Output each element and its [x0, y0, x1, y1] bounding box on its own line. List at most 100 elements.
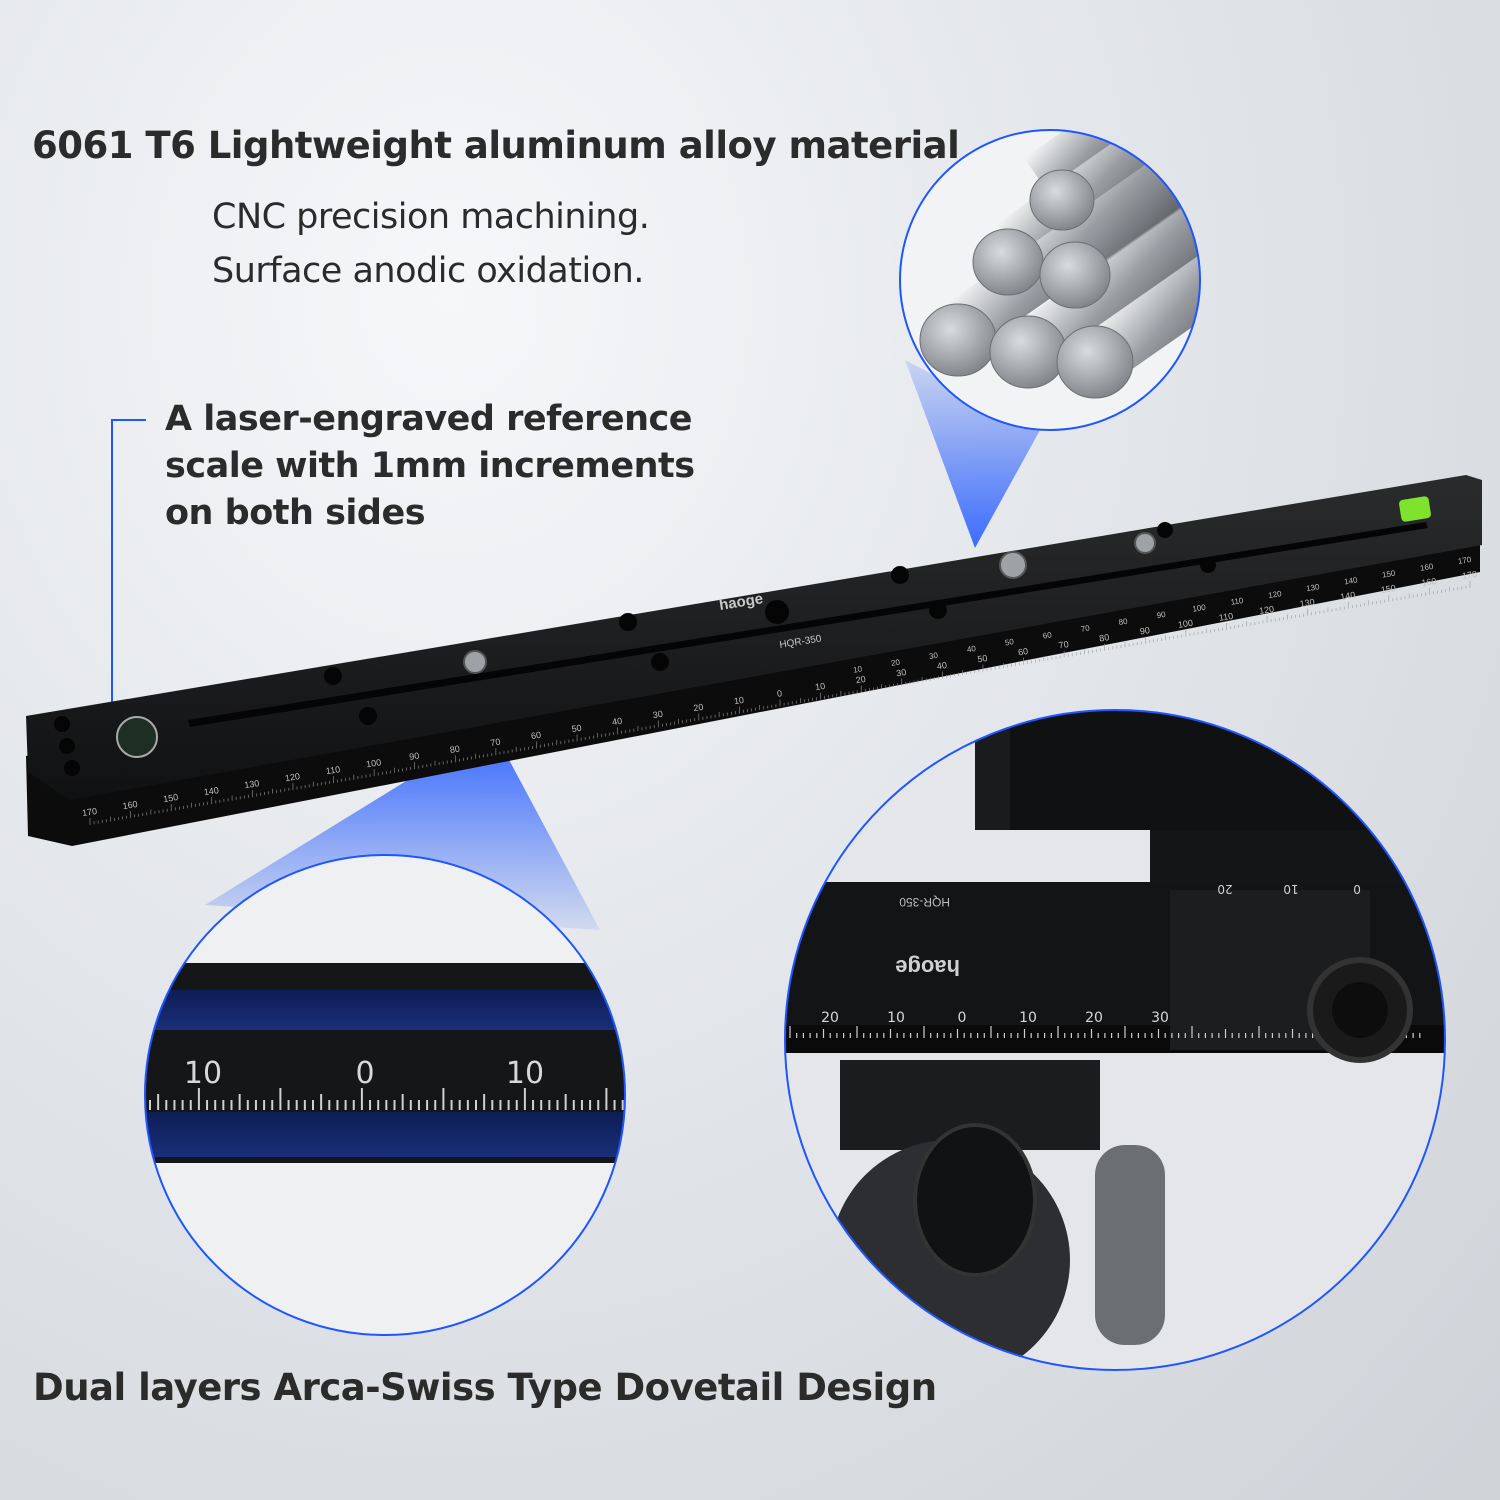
- zoom-scale-ticks: [149, 1088, 624, 1110]
- far-scale-label: 170: [1457, 555, 1472, 566]
- mount-hole: [891, 566, 909, 584]
- top-zoom-beam: [905, 360, 1040, 548]
- mount-hole: [1200, 557, 1216, 573]
- far-scale-label: 110: [1230, 596, 1245, 607]
- scale-line-3: on both sides: [165, 493, 426, 533]
- near-scale-label: 10: [814, 681, 825, 692]
- near-scale-label: 120: [284, 771, 300, 783]
- near-scale-label: 30: [896, 667, 907, 678]
- near-scale-label: 130: [244, 778, 260, 790]
- far-scale-label: 30: [928, 651, 939, 661]
- near-scale-label: 50: [571, 723, 582, 734]
- process-caption: CNC precision machining. Surface anodic …: [212, 190, 650, 298]
- mount-hole: [929, 601, 947, 619]
- closeup-upper-label: 0: [1353, 882, 1361, 896]
- near-scale-label: 110: [1218, 611, 1234, 623]
- far-scale-label: 20: [890, 657, 901, 667]
- rail-slot: [188, 522, 1428, 727]
- near-scale-label: 10: [733, 695, 744, 706]
- aluminum-rods-closeup: [899, 129, 1201, 431]
- near-scale-label: 80: [449, 744, 460, 755]
- near-scale-label: 20: [693, 702, 704, 713]
- closeup-scale-label: 10: [1019, 1010, 1037, 1026]
- ball-head-lever: [1095, 1145, 1165, 1345]
- far-scale-label: 50: [1004, 637, 1015, 647]
- dovetail-closeup: HQR-350 haoge 20 10 0 10 20 30 20 10 0: [784, 709, 1446, 1371]
- near-scale-label: 0: [776, 688, 783, 699]
- mount-hole: [1157, 522, 1173, 538]
- brand-logo: haoge: [718, 590, 764, 614]
- far-scale: 1020304050607080901001101201301401501601…: [853, 555, 1473, 675]
- zoom-label-right: 10: [506, 1056, 544, 1091]
- far-scale-label: 120: [1268, 589, 1283, 600]
- near-scale-label: 140: [1340, 590, 1356, 602]
- zoom-label-center: 0: [355, 1056, 374, 1091]
- far-scale-label: 130: [1306, 582, 1321, 593]
- near-scale: 1701601501401301201101009080706050403020…: [81, 569, 1478, 825]
- near-scale-label: 170: [81, 806, 97, 818]
- process-line-2: Surface anodic oxidation.: [212, 251, 644, 291]
- near-scale-label: 70: [1058, 639, 1069, 650]
- far-scale-label: 80: [1118, 617, 1129, 627]
- far-scale-label: 150: [1381, 569, 1396, 580]
- closeup-scale-ticks: 20 10 0 10 20 30: [789, 1010, 1421, 1038]
- scale-zoom-closeup: 10 0 10: [144, 854, 626, 1336]
- compass: [116, 716, 158, 758]
- near-scale-label: 60: [530, 730, 541, 741]
- scale-line-1: A laser-engraved reference: [165, 399, 692, 439]
- mount-hole: [324, 667, 342, 685]
- near-scale-label: 150: [1380, 583, 1396, 595]
- far-scale-label: 60: [1042, 630, 1053, 640]
- dovetail-caption: Dual layers Arca-Swiss Type Dovetail Des…: [33, 1366, 937, 1409]
- near-scale-label: 150: [163, 792, 179, 804]
- closeup-brand-logo: haoge: [895, 955, 960, 980]
- far-scale-label: 100: [1192, 603, 1207, 614]
- near-scale-label: 60: [1017, 646, 1028, 657]
- near-scale-label: 90: [409, 751, 420, 762]
- near-scale-label: 100: [1177, 618, 1193, 630]
- scale-caption: A laser-engraved reference scale with 1m…: [165, 396, 695, 537]
- mount-hole: [359, 707, 377, 725]
- process-line-1: CNC precision machining.: [212, 197, 650, 237]
- mount-hole: [651, 653, 669, 671]
- closeup-scale-label: 20: [1085, 1010, 1103, 1026]
- near-scale-label: 20: [855, 674, 866, 685]
- near-scale-label: 130: [1299, 597, 1315, 609]
- near-scale-label: 90: [1139, 625, 1150, 636]
- near-scale-label: 160: [122, 799, 138, 811]
- zoom-label-left: 10: [184, 1056, 222, 1091]
- near-scale-label: 140: [203, 785, 219, 797]
- rail-plate: haoge HQR-350 17016015014013012011010090…: [26, 475, 1482, 846]
- near-scale-label: 120: [1258, 604, 1274, 616]
- far-scale-label: 140: [1343, 575, 1358, 586]
- center-screw-hole: [765, 600, 789, 624]
- ball-head-knob: [913, 1123, 1037, 1277]
- closeup-upper-label: 20: [1217, 882, 1232, 896]
- closeup-upper-scale: 20 10 0: [1217, 882, 1360, 896]
- closeup-scale-label: 10: [887, 1010, 905, 1026]
- near-scale-label: 50: [977, 653, 988, 664]
- near-scale-label: 70: [490, 737, 501, 748]
- mounting-screw: [463, 532, 1156, 674]
- mount-hole: [619, 613, 637, 631]
- bubble-level: [1399, 496, 1431, 522]
- far-scale-label: 90: [1156, 610, 1167, 620]
- near-scale-label: 160: [1421, 576, 1437, 588]
- near-scale-label: 40: [611, 716, 622, 727]
- scale-line-2: scale with 1mm increments: [165, 446, 695, 486]
- closeup-scale-label: 30: [1151, 1010, 1169, 1026]
- near-scale-label: 30: [652, 709, 663, 720]
- closeup-scale-label: 20: [821, 1010, 839, 1026]
- far-scale-label: 10: [853, 664, 864, 674]
- closeup-scale-label: 0: [958, 1010, 967, 1026]
- closeup-upper-label: 10: [1283, 882, 1298, 896]
- mount-hole: [64, 760, 80, 776]
- near-scale-label: 80: [1099, 632, 1110, 643]
- closeup-model-label: HQR-350: [899, 895, 950, 909]
- near-scale-label: 100: [365, 757, 381, 769]
- near-scale-label: 40: [936, 660, 947, 671]
- far-scale-label: 160: [1419, 562, 1434, 573]
- mount-hole: [59, 738, 75, 754]
- mount-hole: [54, 716, 70, 732]
